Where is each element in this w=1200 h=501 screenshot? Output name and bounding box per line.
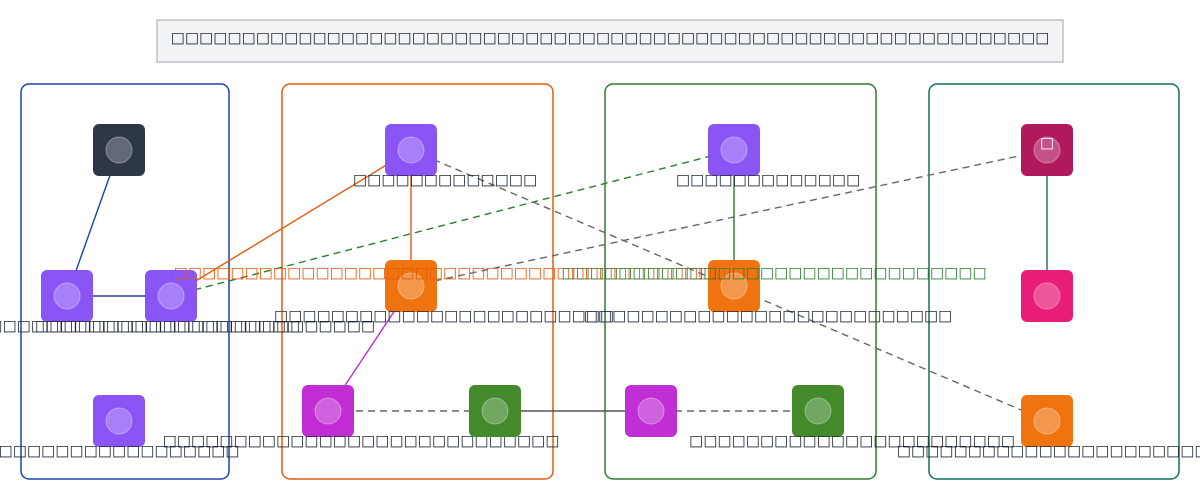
node-icon	[157, 282, 185, 310]
node-box	[1021, 270, 1073, 322]
node-box	[1021, 124, 1073, 176]
node-box	[41, 270, 93, 322]
node-label: □□□□□□□□□□□□□□□□□□□□□□□□□□	[584, 307, 952, 325]
node-n4: □□□□□□□□□□□□□□□□□	[0, 395, 239, 460]
node-n13: □	[1021, 124, 1073, 176]
edge-n3-n5	[170, 149, 412, 297]
edge-label-e4: □□□□□□□□□□□□□□□□□□□□□□□□□□□□□□□□□□□□□□□	[174, 264, 727, 282]
groups-layer	[20, 83, 1180, 480]
node-icon	[314, 397, 342, 425]
group-g2	[281, 83, 554, 480]
node-box	[302, 385, 354, 437]
node-n7: □□□□□□□□□□□□□□□□□□□□□□□□□□□□	[163, 385, 560, 450]
node-label: □□□□□□□□□□□□□□□□□	[0, 442, 239, 460]
group-g4	[928, 83, 1180, 480]
node-icon	[804, 397, 832, 425]
node-n14	[1021, 270, 1073, 322]
node-icon	[1033, 136, 1061, 164]
node-icon	[105, 407, 133, 435]
title-box	[156, 19, 1064, 63]
title-text: □□□□□□□□□□□□□□□□□□□□□□□□□□□□□□□□□□□□□□□□…	[171, 29, 1050, 47]
node-box	[625, 385, 677, 437]
node-n12: □□□□□□□□□□□□□□□□□□□□□□□	[689, 385, 1015, 450]
node-box	[385, 124, 437, 176]
node-box	[1021, 395, 1073, 447]
node-n3: □□□□□□□□□□□□□□□□□□□□□□□□	[35, 270, 375, 335]
node-label: □□□□□□□□□□□□□□□□□□□□□□□□□□□□	[163, 432, 560, 450]
node-n5: □□□□□□□□□□□□□	[353, 124, 537, 189]
node-label: □□□□□□□□□□□□□□□□□□□□□□□□	[274, 307, 614, 325]
node-icon	[1033, 282, 1061, 310]
node-n6: □□□□□□□□□□□□□□□□□□□□□□□□	[274, 260, 614, 325]
edges-layer	[65, 146, 1053, 422]
node-label: □□□□□□□□□□□□□□□□□□□□□□□	[689, 432, 1015, 450]
nodes-layer: □□□□□□□□□□□□□□□□□□□□□□□□□□□□□□□□□□□□□□□□…	[0, 124, 1200, 460]
node-box	[385, 260, 437, 312]
node-icon	[1033, 407, 1061, 435]
node-box	[708, 124, 760, 176]
node-box	[93, 395, 145, 447]
node-icon	[637, 397, 665, 425]
node-icon	[720, 136, 748, 164]
node-icon	[481, 397, 509, 425]
node-icon	[397, 136, 425, 164]
node-label: □□□□□□□□□□□□□□□□□□□□□□□□	[35, 317, 375, 335]
node-n2: □□□□□□□□□□□□□□□□□□□□□□□□	[0, 270, 300, 335]
node-box	[93, 124, 145, 176]
node-label: □□□□□□□□□□□□□	[676, 171, 860, 189]
edge-labels-layer: □□□□□□□□□□□□□□□□□□□□□□□□□□□□□□□□□□□□□□□□…	[174, 264, 987, 282]
node-icon	[105, 136, 133, 164]
node-n11	[625, 385, 677, 437]
node-n10: □□□□□□□□□□□□□□□□□□□□□□□□□□	[584, 260, 952, 325]
group-g3	[604, 83, 877, 480]
node-label: □□□□□□□□□□□□□□□□□□□□□□□□□□	[897, 442, 1200, 460]
node-box	[145, 270, 197, 322]
node-box	[792, 385, 844, 437]
node-n8	[469, 385, 521, 437]
diagram-title: □□□□□□□□□□□□□□□□□□□□□□□□□□□□□□□□□□□□□□□□…	[156, 19, 1064, 63]
group-g1	[20, 83, 230, 480]
node-icon	[53, 282, 81, 310]
node-n9: □□□□□□□□□□□□□	[676, 124, 860, 189]
node-label: □□□□□□□□□□□□□□□□□□□□□□□□	[0, 317, 300, 335]
node-label: □□□□□□□□□□□□□	[353, 171, 537, 189]
node-icon	[397, 272, 425, 300]
node-box	[469, 385, 521, 437]
edge-label-e7: □□□□□□□□□□□□□□□□□□□□□□□□□□□□□□	[561, 264, 986, 282]
edge-n3-n9	[170, 147, 736, 297]
node-glyph: □	[1040, 134, 1054, 152]
edge-n6-n13	[410, 146, 1049, 287]
node-box	[708, 260, 760, 312]
node-n1	[93, 124, 145, 176]
node-icon	[720, 272, 748, 300]
node-n15: □□□□□□□□□□□□□□□□□□□□□□□□□□	[897, 395, 1200, 460]
edge-n15-n5	[409, 148, 1048, 422]
